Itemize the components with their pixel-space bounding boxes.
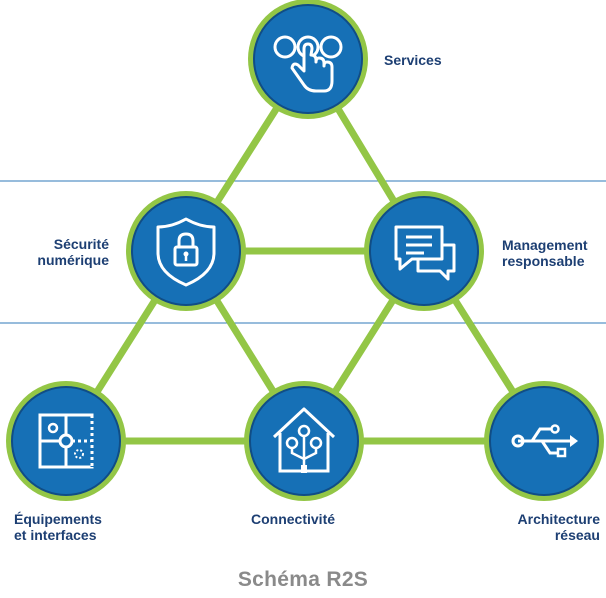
node-securite-circle: [131, 196, 241, 306]
label-securite-numerique: Sécurité numérique: [37, 236, 109, 268]
node-equipements-circle: [11, 386, 121, 496]
shield-lock-icon: [156, 217, 216, 287]
label-services: Services: [384, 52, 442, 68]
puzzle-icon: [38, 413, 94, 469]
chat-bubbles-icon: [394, 225, 456, 281]
node-equipements: [6, 381, 126, 501]
label-management-responsable: Management responsable: [502, 237, 588, 269]
hand-touch-icon: [273, 35, 343, 93]
node-services: [248, 0, 368, 119]
label-architecture-reseau: Architecture réseau: [517, 511, 600, 543]
house-network-icon: [272, 407, 336, 473]
label-equipements-interfaces: Équipements et interfaces: [14, 511, 102, 543]
label-connectivite: Connectivité: [251, 511, 336, 527]
node-connectivite: [244, 381, 364, 501]
node-architecture: [484, 381, 604, 501]
diagram-caption: Schéma R2S: [237, 568, 369, 591]
node-management: [364, 191, 484, 311]
usb-icon: [511, 424, 578, 458]
node-circles: [6, 0, 604, 501]
node-securite: [126, 191, 246, 311]
